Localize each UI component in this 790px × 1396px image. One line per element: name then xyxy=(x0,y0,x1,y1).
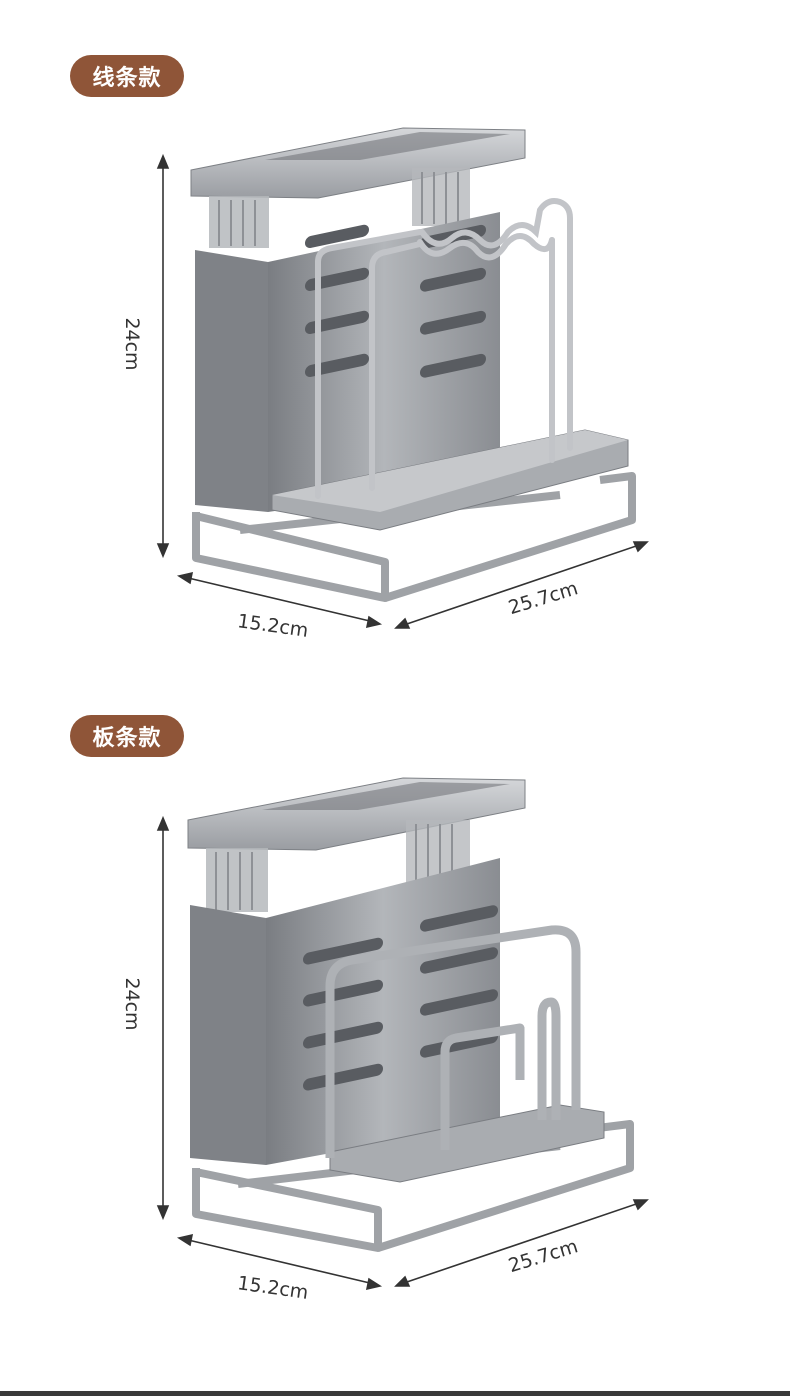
height-arrow xyxy=(156,815,170,1221)
bottom-divider xyxy=(0,1391,790,1396)
top-bar xyxy=(187,777,526,851)
right-cup xyxy=(412,168,470,226)
slots xyxy=(303,905,498,1091)
knife-rack-wire-illustration: 24cm 15.2cm 25.7cm xyxy=(121,127,649,642)
variant-badge: 板条款 xyxy=(70,715,184,757)
width-label: 15.2cm xyxy=(236,610,310,642)
length-arrow xyxy=(394,541,649,629)
holder-side xyxy=(190,905,266,1165)
width-label: 15.2cm xyxy=(236,1272,310,1304)
holder-front xyxy=(266,858,500,1165)
product-variant-wire: 线条款 24cm xyxy=(0,0,790,680)
variant-badge: 线条款 xyxy=(70,55,184,97)
width-arrow xyxy=(176,1233,383,1291)
plate-dividers xyxy=(325,925,581,1158)
product-variant-plate: 板条款 24cm 1 xyxy=(0,660,790,1340)
wire-dividers xyxy=(315,198,573,499)
holder-side xyxy=(195,250,268,512)
height-arrow xyxy=(156,153,170,559)
height-label: 24cm xyxy=(121,977,143,1030)
height-label: 24cm xyxy=(121,317,143,370)
width-arrow xyxy=(176,571,383,629)
length-arrow xyxy=(394,1199,649,1287)
knife-rack-plate-illustration: 24cm 15.2cm 25.7cm xyxy=(121,777,649,1304)
length-label: 25.7cm xyxy=(506,1235,581,1277)
length-label: 25.7cm xyxy=(506,577,581,619)
